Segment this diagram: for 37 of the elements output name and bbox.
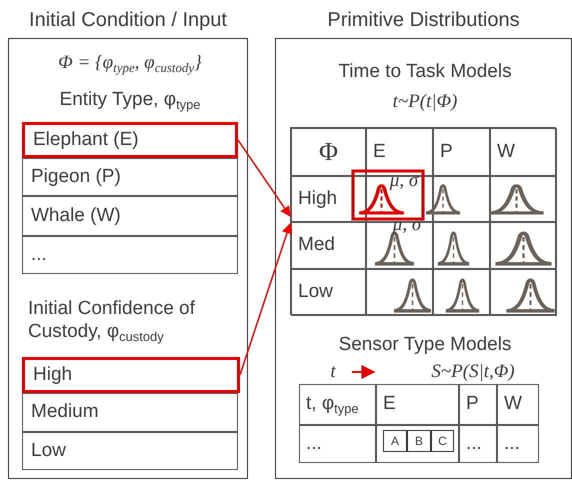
section-heading: Time to Task Models [337,60,513,84]
table-cell: W [497,384,539,425]
table-cell: P [459,384,497,425]
table-cell: ... [299,425,376,463]
list-item: ... [22,236,238,274]
formula: t [329,360,337,384]
table-cell: ... [459,425,497,463]
section-heading: Sensor Type Models [338,332,512,357]
table-cell: B [407,430,431,452]
distribution-table [290,127,556,315]
panel-title: Initial Condition / Input [28,8,228,33]
section-heading: Entity Type, φ$_{type}$ [58,88,202,114]
section-heading: Initial Confidence of Custody, φ$_{custody}$ [28,297,196,346]
highlighted-list-item: High [22,357,240,393]
list-item: Low [22,432,238,470]
table-cell: P [433,128,490,176]
formula: Φ = {φ$_{type}$, φ$_{custody}$} [57,50,203,77]
table-cell: E [376,384,459,425]
list-item: Whale (W) [22,196,238,236]
table-cell: High [291,176,366,222]
panel-title: Primitive Distributions [326,8,521,33]
list-item: Medium [22,393,238,432]
list-item: Pigeon (P) [22,158,238,196]
arrow [237,140,291,217]
table-cell: ... [497,425,539,463]
table-cell: C [431,430,454,452]
table-cell: A [383,430,407,452]
table-cell: t, φ$_{type}$ [299,384,376,425]
table-cell: Med [291,222,366,269]
table-cell: E [366,128,433,176]
arrow [239,223,292,376]
formula: S~P(S|t,Φ) [430,360,516,384]
highlighted-list-item: Elephant (E) [22,122,238,158]
table-cell: Low [291,269,366,316]
table-cell: W [490,128,557,176]
table-cell: Φ [291,128,366,176]
formula: t~P(t|Φ) [392,90,458,114]
